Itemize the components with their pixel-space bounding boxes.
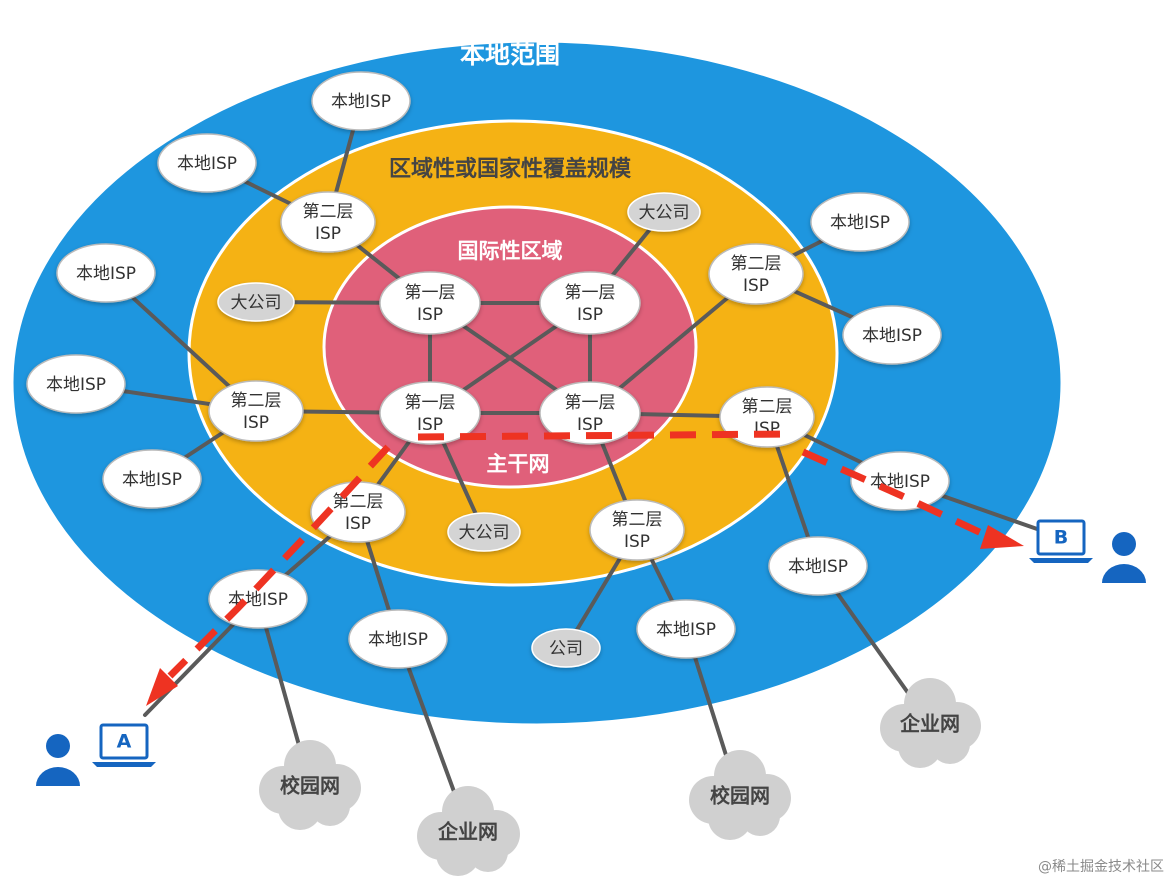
local-isp-label: 本地ISP xyxy=(862,326,922,346)
tier1-isp-nodes: 第一层 ISP 第一层 ISP 第一层 ISP 第一层 ISP xyxy=(379,271,641,445)
host-b: B xyxy=(1029,519,1146,583)
tier2-isp-label: 第二层 xyxy=(742,397,793,417)
local-isp-node: 本地ISP xyxy=(208,569,308,629)
big-company-label: 大公司 xyxy=(231,293,282,313)
campus-network-cloud: 校园网 xyxy=(259,740,361,830)
big-company-label: 大公司 xyxy=(459,523,510,543)
tier2-isp-label: 第二层 xyxy=(731,254,782,274)
big-company-node: 大公司 xyxy=(627,192,701,232)
tier2-isp-label: ISP xyxy=(624,532,650,552)
enterprise-network-label: 企业网 xyxy=(437,820,498,844)
company-node: 公司 xyxy=(531,628,601,668)
tier2-isp-label: 第二层 xyxy=(612,510,663,530)
international-zone-title: 国际性区域 xyxy=(458,239,563,263)
tier2-isp-nodes: 第二层 ISP 第二层 ISP 第二层 ISP 第二层 ISP 第二层 ISP … xyxy=(208,191,815,561)
local-isp-nodes: 本地ISP 本地ISP 本地ISP 本地ISP 本地ISP 本地ISP 本地IS… xyxy=(26,71,950,669)
tier1-isp-label: ISP xyxy=(417,415,443,435)
local-isp-node: 本地ISP xyxy=(157,133,257,193)
enterprise-network-cloud: 企业网 xyxy=(880,678,981,768)
local-isp-label: 本地ISP xyxy=(656,620,716,640)
user-icon xyxy=(36,734,80,786)
watermark: @稀土掘金技术社区 xyxy=(1038,859,1164,875)
local-isp-label: 本地ISP xyxy=(122,470,182,490)
campus-network-label: 校园网 xyxy=(710,784,770,808)
company-nodes: 大公司 大公司 大公司 公司 xyxy=(217,192,701,668)
laptop-icon xyxy=(1036,519,1086,556)
tier2-isp-label: 第二层 xyxy=(231,391,282,411)
tier1-isp-node: 第一层 ISP xyxy=(539,271,641,335)
packet-path xyxy=(146,430,1024,706)
local-isp-node: 本地ISP xyxy=(850,451,950,511)
arrow-to-b-icon xyxy=(980,525,1024,549)
tier2-isp-label: 第二层 xyxy=(303,202,354,222)
enterprise-network-label: 企业网 xyxy=(899,712,960,736)
tier1-isp-node: 第一层 ISP xyxy=(379,271,481,335)
tier2-isp-label: ISP xyxy=(243,413,269,433)
big-company-node: 大公司 xyxy=(447,512,521,552)
tier2-isp-label: ISP xyxy=(345,514,371,534)
tier1-isp-label: 第一层 xyxy=(405,393,456,413)
tier1-isp-label: 第一层 xyxy=(565,283,616,303)
local-isp-label: 本地ISP xyxy=(368,630,428,650)
campus-network-label: 校园网 xyxy=(280,774,340,798)
tier2-isp-label: ISP xyxy=(743,276,769,296)
tier1-isp-label: 第一层 xyxy=(565,393,616,413)
tier2-isp-node: 第二层 ISP xyxy=(708,243,804,305)
company-label: 公司 xyxy=(549,639,583,659)
tier2-isp-label: ISP xyxy=(315,224,341,244)
laptop-icon xyxy=(99,723,149,760)
local-isp-node: 本地ISP xyxy=(102,449,202,509)
local-isp-node: 本地ISP xyxy=(26,354,126,414)
user-icon xyxy=(1102,532,1146,583)
network-clouds: 校园网 企业网 校园网 企业网 xyxy=(259,678,981,876)
local-isp-label: 本地ISP xyxy=(177,154,237,174)
host-a: A xyxy=(36,723,156,786)
tier2-isp-node: 第二层 ISP xyxy=(719,386,815,448)
local-isp-node: 本地ISP xyxy=(56,243,156,303)
tier1-isp-node: 第一层 ISP xyxy=(379,381,481,445)
local-isp-label: 本地ISP xyxy=(331,92,391,112)
tier1-isp-label: ISP xyxy=(577,415,603,435)
enterprise-network-cloud: 企业网 xyxy=(417,786,520,876)
backbone-title: 主干网 xyxy=(487,452,550,476)
big-company-label: 大公司 xyxy=(639,203,690,223)
tier2-isp-node: 第二层 ISP xyxy=(280,191,376,253)
tier1-isp-node: 第一层 ISP xyxy=(539,381,641,445)
tier1-isp-label: 第一层 xyxy=(405,283,456,303)
regional-zone-title: 区域性或国家性覆盖规模 xyxy=(389,156,632,182)
local-isp-label: 本地ISP xyxy=(830,213,890,233)
local-isp-node: 本地ISP xyxy=(842,305,942,365)
local-isp-node: 本地ISP xyxy=(636,599,736,659)
tier1-isp-label: ISP xyxy=(417,305,443,325)
local-isp-node: 本地ISP xyxy=(768,536,868,596)
campus-network-cloud: 校园网 xyxy=(689,750,791,840)
tier2-isp-node: 第二层 ISP xyxy=(310,481,406,543)
big-company-node: 大公司 xyxy=(217,282,295,322)
local-zone-title: 本地范围 xyxy=(460,40,560,69)
local-isp-node: 本地ISP xyxy=(348,609,448,669)
local-isp-label: 本地ISP xyxy=(788,557,848,577)
tier2-isp-node: 第二层 ISP xyxy=(208,380,304,442)
local-isp-label: 本地ISP xyxy=(46,375,106,395)
local-isp-label: 本地ISP xyxy=(76,264,136,284)
host-a-label: A xyxy=(117,731,132,753)
arrow-to-a-icon xyxy=(146,668,178,706)
host-b-label: B xyxy=(1054,527,1068,549)
tier2-isp-node: 第二层 ISP xyxy=(589,499,685,561)
local-isp-node: 本地ISP xyxy=(311,71,411,131)
tier1-isp-label: ISP xyxy=(577,305,603,325)
local-isp-node: 本地ISP xyxy=(810,192,910,252)
